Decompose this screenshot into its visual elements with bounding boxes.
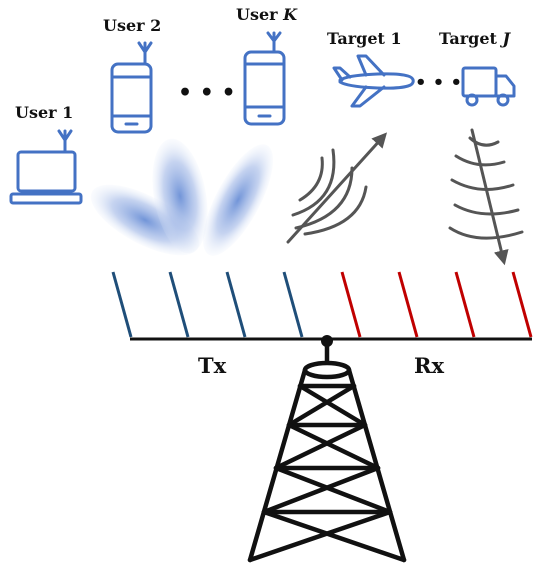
rx-antenna-element [511,271,533,338]
users-ellipsis: • • • [178,80,236,106]
antenna-array [111,271,533,341]
tx-antenna-element [225,271,247,338]
smartphone-icon [110,41,153,134]
target-j-label: Target J [439,29,512,48]
user-k-label: User K [236,5,298,24]
rx-antenna-element [397,271,419,338]
rx-antenna-element [340,271,362,338]
rx-label: Rx [414,353,444,378]
antenna-tower-icon [247,335,407,563]
airplane-icon [332,54,415,108]
tx-antenna-elements [111,271,304,338]
rx-antenna-element [454,271,476,338]
tx-label: Tx [198,353,227,378]
tx-antenna-element [168,271,190,338]
tx-antenna-element [282,271,304,338]
beam-lobe-user-k [203,144,273,256]
target-1-label: Target 1 [327,29,402,48]
tx-antenna-element [111,271,133,338]
truck-icon [461,66,516,107]
transmit-beams [90,138,273,256]
user-1-label: User 1 [15,103,73,122]
rx-antenna-elements [340,271,533,338]
beam-lobe-user-2 [152,138,208,254]
smartphone-icon [243,31,286,126]
sensing-wave-target-j [448,128,524,266]
targets-ellipsis: • • • [415,72,462,93]
user-2-label: User 2 [103,16,161,35]
sensing-wave-target-1 [286,132,388,244]
laptop-icon [9,129,83,205]
